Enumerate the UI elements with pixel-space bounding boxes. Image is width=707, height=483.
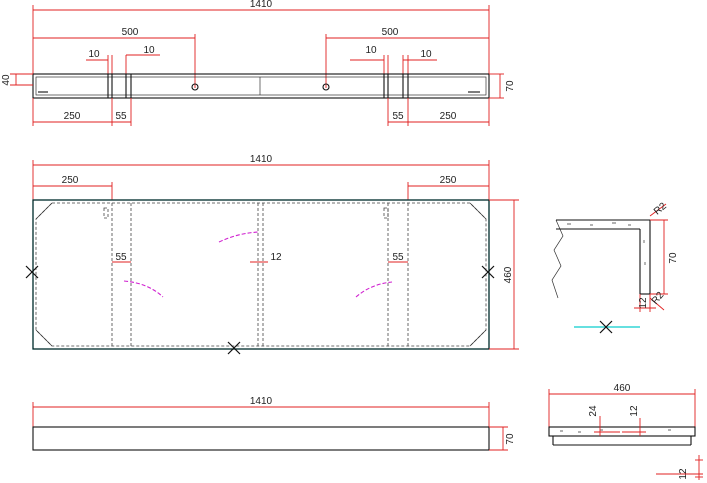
side-body [548,426,696,437]
plan-view: 1410 250 250 55 12 55 [25,154,519,355]
plan-left-250-label: 250 [62,175,79,186]
plan-arc-center [218,231,260,243]
top-overall-label: 1410 [250,0,273,10]
plan-cross-left [25,265,39,279]
side-view: 460 24 12 12 [548,383,703,480]
plan-cross-bottom [227,341,241,355]
top-bottom-right-55: 55 [392,111,404,122]
detail-r2-bottom-leader [649,297,665,311]
side-depth-12-label: 12 [629,405,640,417]
plan-slot-left-label: 55 [115,252,127,263]
plan-chamfer-tr [469,202,487,220]
top-bottom-left-250: 250 [64,111,81,122]
top-bottom-left-55: 55 [115,111,127,122]
top-strip-body [32,73,490,99]
top-left-500-label: 500 [122,27,139,38]
plan-clip-r [383,207,389,219]
plan-arc-right [355,281,393,298]
top-bottom-right-250: 250 [440,111,457,122]
plan-clip-l [103,207,109,219]
top-gap-r2-label: 10 [420,49,432,60]
front-height-label: 70 [505,433,516,445]
top-view: 1410 500 500 10 10 10 10 [1,0,516,126]
top-height-left-label: 40 [1,74,12,86]
plan-slot-right-label: 55 [392,252,404,263]
front-view: 1410 70 [32,396,516,451]
side-width-label: 460 [614,383,631,394]
side-hatch [560,429,671,433]
plan-chamfer-bl [35,329,53,347]
top-right-500-label: 500 [382,27,399,38]
side-offset-label: 12 [678,468,689,480]
detail-bottom-label: 12 [638,297,649,309]
plan-width-label: 460 [503,266,514,283]
plan-cross-right [481,265,495,279]
plan-chamfer-tl [35,202,53,220]
detail-cross [599,320,613,334]
top-hole-right [322,83,330,91]
detail-r2-top-leader [649,203,667,217]
plan-inner-chamfer [35,202,487,347]
top-hole-left [191,83,199,91]
plan-right-250-label: 250 [440,175,457,186]
top-gap-l2-label: 10 [143,45,155,56]
plan-panel-outline [32,199,490,350]
plan-arc-left [123,280,164,298]
detail-r2-top-label: R2 [652,200,669,217]
front-body [32,426,490,451]
detail-break-line [551,219,564,299]
front-overall-label: 1410 [250,396,273,407]
side-depth-24-label: 24 [588,405,599,417]
top-gap-r1-label: 10 [365,45,377,56]
detail-view: R2 70 12 R2 [551,200,679,334]
detail-hatch [567,222,646,265]
top-height-right-label: 70 [505,80,516,92]
plan-slot-mid-label: 12 [270,252,282,263]
plan-overall-label: 1410 [250,154,273,165]
plan-panel-edge [32,199,490,350]
detail-height-label: 70 [668,252,679,264]
plan-chamfer-br [469,329,487,347]
top-strip-inner [35,76,487,96]
top-gap-l1-label: 10 [88,49,100,60]
